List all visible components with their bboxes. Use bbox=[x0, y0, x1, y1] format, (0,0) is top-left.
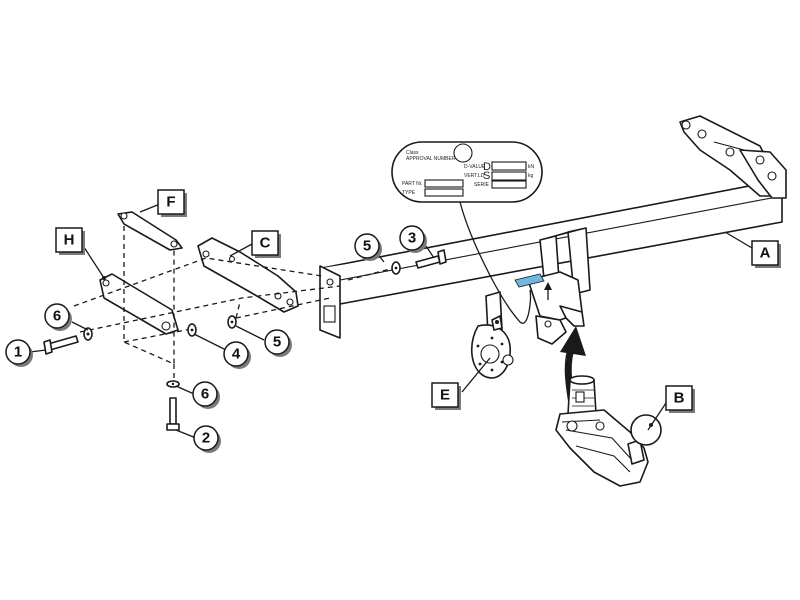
fastener-washer-6a bbox=[83, 327, 93, 341]
bracket-f bbox=[117, 211, 183, 251]
callout-1: 1 bbox=[5, 339, 33, 367]
callout-b-label: B bbox=[674, 390, 685, 407]
callout-4: 4 bbox=[223, 341, 251, 369]
plate-serie-label: SERIE bbox=[474, 182, 490, 188]
callout-a: A bbox=[751, 240, 781, 268]
fastener-nut-4 bbox=[187, 323, 197, 337]
plate-type-label: TYPE bbox=[402, 190, 416, 196]
callout-6b-label: 6 bbox=[201, 386, 209, 403]
fastener-washer-5a bbox=[227, 315, 237, 329]
plate-d-label: D-VALUE bbox=[464, 164, 486, 170]
bracket-h bbox=[99, 273, 179, 335]
identification-plate: Class APPROVAL NUMBER D-VALUE D kN VERT.… bbox=[391, 141, 543, 324]
callout-5a: 5 bbox=[354, 233, 382, 261]
highlight-marker bbox=[514, 273, 545, 288]
crossbar-a bbox=[319, 115, 787, 345]
callout-5a-label: 5 bbox=[363, 238, 371, 255]
callout-f: F bbox=[157, 189, 187, 217]
callout-c: C bbox=[251, 230, 281, 258]
callout-c-label: C bbox=[260, 235, 271, 252]
plate-d-letter: D bbox=[483, 161, 491, 173]
callout-5b-label: 5 bbox=[273, 334, 281, 351]
fastener-washer-6b bbox=[166, 380, 180, 388]
plate-line1: Class bbox=[406, 150, 419, 156]
fastener-washer-5b bbox=[391, 261, 401, 275]
callout-3: 3 bbox=[399, 225, 427, 253]
plate-s-unit: kg bbox=[528, 173, 534, 179]
callout-6a: 6 bbox=[44, 303, 72, 331]
callout-2-label: 2 bbox=[202, 430, 210, 447]
callout-2: 2 bbox=[193, 425, 221, 453]
callout-4-label: 4 bbox=[232, 346, 241, 363]
socket-plate-e bbox=[471, 291, 514, 379]
callout-h-label: H bbox=[64, 232, 75, 249]
callout-b: B bbox=[665, 385, 695, 413]
callout-f-label: F bbox=[166, 194, 175, 211]
callout-5b: 5 bbox=[264, 329, 292, 357]
callout-1-label: 1 bbox=[14, 344, 22, 361]
fastener-bolt-1 bbox=[43, 335, 79, 355]
plate-line2: APPROVAL NUMBER bbox=[406, 156, 456, 162]
plate-d-unit: kN bbox=[528, 164, 535, 170]
callout-3-label: 3 bbox=[408, 230, 416, 247]
plate-part-label: PART Nr. bbox=[402, 181, 423, 187]
plate-s-label: VERT.LD bbox=[464, 173, 485, 179]
callout-6a-label: 6 bbox=[53, 308, 61, 325]
assembly-lines bbox=[73, 226, 395, 380]
detachable-ball-b bbox=[555, 326, 662, 487]
callout-e: E bbox=[431, 382, 461, 410]
callout-e-label: E bbox=[440, 387, 450, 404]
plate-s-letter: S bbox=[483, 170, 490, 182]
bracket-c bbox=[197, 237, 299, 313]
callout-h: H bbox=[55, 227, 85, 255]
fastener-bolt-2 bbox=[166, 397, 180, 431]
callout-a-label: A bbox=[760, 245, 771, 262]
fastener-bolt-3 bbox=[415, 249, 447, 269]
callout-leaders bbox=[29, 203, 753, 439]
callout-6b: 6 bbox=[192, 381, 220, 409]
